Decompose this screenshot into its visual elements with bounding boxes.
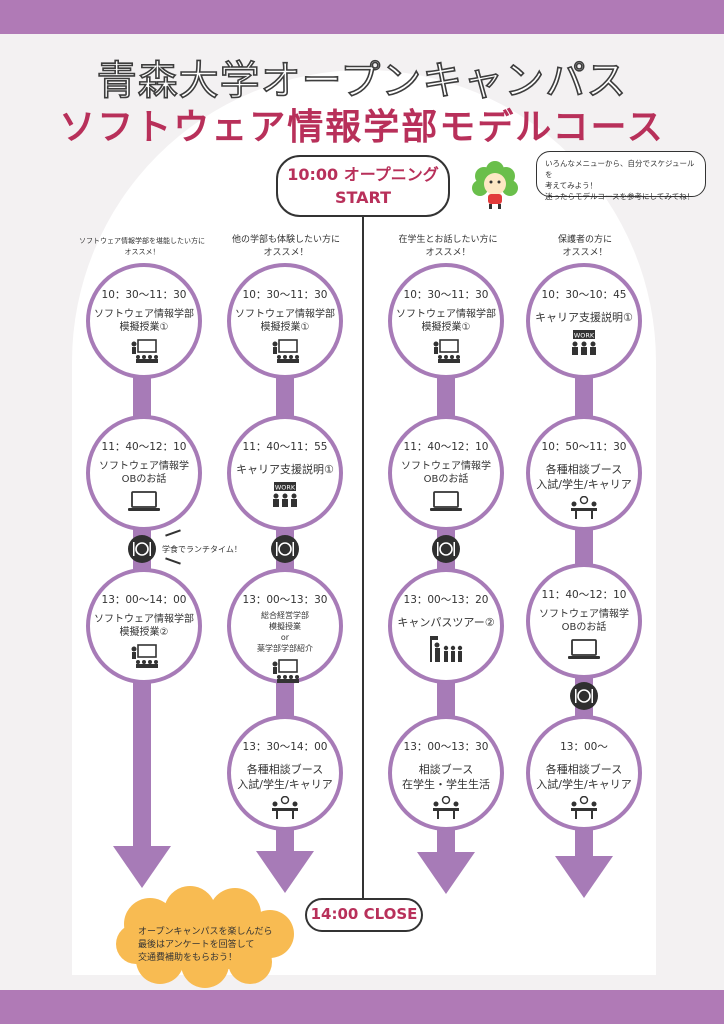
page-subtitle: ソフトウェア情報学部モデルコース <box>59 107 665 148</box>
event-c1-1: 10：30〜11：30 ソフトウェア情報学部模擬授業① <box>86 263 202 379</box>
page-title: 青森大学オープンキャンパス <box>96 57 628 105</box>
column-1-intro: ソフトウェア情報学部を堪能したい方にオススメ！ <box>79 237 205 256</box>
cloud-message: オープンキャンパスを楽しんだら 最後はアンケートを回答して 交通費補助をもらおう… <box>138 927 273 963</box>
column-2-intro: 他の学部も体験したい方にオススメ！ <box>231 235 340 258</box>
lecture-icon <box>131 339 158 363</box>
svg-text:WORK: WORK <box>574 332 595 340</box>
event-c1-3: 13：00〜14：00 ソフトウェア情報学部模擬授業② <box>86 568 202 684</box>
event-c4-2: 10：50〜11：30 各種相談ブース入試/学生/キャリア <box>526 415 642 531</box>
work-icon: WORK <box>572 330 596 355</box>
lecture-icon <box>272 659 299 683</box>
lecture-icon <box>272 339 299 363</box>
center-timeline <box>362 217 364 900</box>
column-3-intro: 在学生とお話したい方にオススメ！ <box>398 235 498 258</box>
event-c3-3: 13：00〜13：20 キャンパスツアー② <box>388 568 504 684</box>
column-4-intro: 保護者の方にオススメ！ <box>557 235 612 258</box>
column-1-arrow <box>113 846 171 888</box>
lunch-icon <box>271 535 299 563</box>
consultation-icon <box>272 796 298 819</box>
tour-icon <box>430 636 463 662</box>
column-3-arrow <box>417 852 475 894</box>
opening-time: 10:00 オープニング <box>287 165 439 184</box>
speech-bubble: いろんなメニューから、自分でスケジュールを 考えてみよう！ 迷ったらモデルコース… <box>536 151 706 201</box>
event-c2-2: 11：40〜11：55 キャリア支援説明① WORK <box>227 415 343 531</box>
event-c3-1: 10：30〜11：30 ソフトウェア情報学部模擬授業① <box>388 263 504 379</box>
consultation-icon <box>433 796 459 819</box>
cloud-shape <box>116 886 294 988</box>
event-c2-4: 13：30〜14：00 各種相談ブース入試/学生/キャリア <box>227 715 343 831</box>
lunch-icon <box>128 535 156 563</box>
event-c3-4: 13：00〜13：30 相談ブース在学生・学生生活 <box>388 715 504 831</box>
svg-text:WORK: WORK <box>275 484 296 492</box>
event-c2-1: 10：30〜11：30 ソフトウェア情報学部模擬授業① <box>227 263 343 379</box>
laptop-icon <box>430 491 462 511</box>
opening-pill: 10:00 オープニング START <box>276 155 450 217</box>
lecture-icon <box>433 339 460 363</box>
lunch-icon <box>432 535 460 563</box>
work-icon: WORK <box>273 482 297 507</box>
consultation-icon <box>571 496 597 519</box>
column-2-arrow <box>256 851 314 893</box>
mascot-icon <box>472 161 518 209</box>
closing-pill: 14:00 CLOSE <box>305 898 423 932</box>
event-c4-1: 10：30〜10：45 キャリア支援説明① WORK <box>526 263 642 379</box>
consultation-icon <box>571 796 597 819</box>
lecture-icon <box>131 644 158 668</box>
opening-label: START <box>334 188 392 207</box>
laptop-icon <box>568 639 600 659</box>
bottom-band <box>0 990 724 1024</box>
top-band <box>0 0 724 34</box>
lunch-note: 学食でランチタイム！ <box>162 545 242 554</box>
event-c4-4: 13：00〜 各種相談ブース入試/学生/キャリア <box>526 715 642 831</box>
column-4-arrow <box>555 856 613 898</box>
laptop-icon <box>128 491 160 511</box>
lunch-icon <box>570 682 598 710</box>
